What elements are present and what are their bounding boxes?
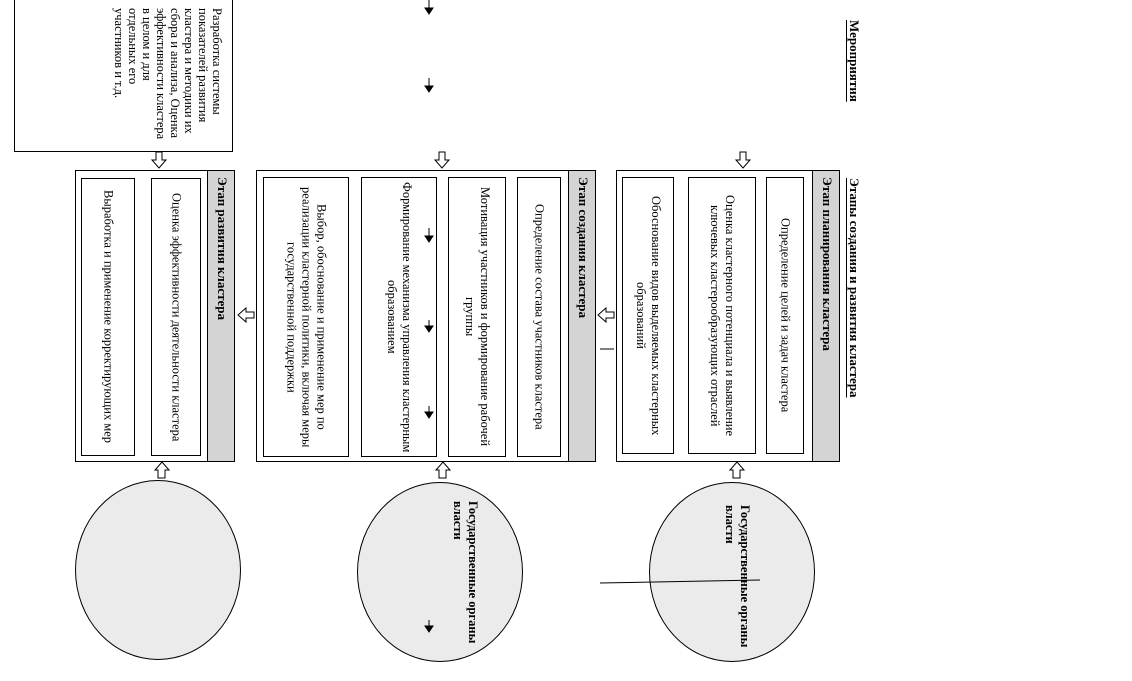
creation-item-4: Выбор, обоснование и применение мер по р… (263, 177, 349, 457)
hollow-arrow-down-icon (150, 151, 168, 169)
creation-item-2-text: Мотивация участников и формирование рабо… (463, 187, 492, 447)
stage-creation: Этап создания кластера Определение соста… (256, 170, 596, 462)
stage-development-header: Этап развития кластера (207, 171, 234, 461)
heading-measures: Мероприятия (847, 20, 862, 102)
circle-authorities-right-text: Государственные органы власти (723, 505, 752, 648)
planning-item-3-text: Обоснование видов выделяемых кластерных … (634, 195, 663, 436)
circle-left (75, 480, 241, 660)
hollow-arrow-left-icon (597, 306, 615, 324)
stage-planning: Этап планирования кластера Определение ц… (616, 170, 840, 462)
creation-item-3-text: Формирование механизма управления класте… (385, 181, 414, 453)
stage-planning-header: Этап планирования кластера (812, 171, 839, 461)
stage-development-title: Этап развития кластера (215, 177, 230, 320)
circle-authorities-middle: Государственные органы власти (357, 482, 523, 662)
arrow-down-icon (424, 85, 434, 93)
stage-development: Этап развития кластера Оценка эффективно… (75, 170, 235, 462)
development-item-1-text: Оценка эффективности деятельности класте… (169, 192, 184, 442)
heading-stages: Этапы создания и развития кластера (847, 178, 862, 398)
development-item-2-text: Выработка и применение корректирующих ме… (101, 190, 116, 444)
hollow-arrow-down-icon (433, 151, 451, 169)
hollow-arrow-up-icon (728, 461, 746, 479)
planning-item-2-text: Оценка кластерного потенциала и выявлени… (708, 194, 737, 437)
arrow-down-icon (424, 235, 434, 243)
stage-planning-title: Этап планирования кластера (820, 177, 835, 351)
measures-box-text: Разработка системы показателей развития … (112, 8, 224, 140)
arrow-down-icon (424, 325, 434, 333)
hollow-arrow-left-icon (237, 306, 255, 324)
arrow-down-icon (424, 7, 434, 15)
arrow-down-icon (424, 411, 434, 419)
hollow-arrow-down-icon (734, 151, 752, 169)
hollow-arrow-up-icon (153, 461, 171, 479)
measures-box: Разработка системы показателей развития … (14, 0, 233, 152)
creation-item-3: Формирование механизма управления класте… (361, 177, 437, 457)
planning-item-3: Обоснование видов выделяемых кластерных … (622, 177, 674, 454)
creation-item-1-text: Определение состава участников кластера (532, 204, 547, 430)
creation-item-2: Мотивация участников и формирование рабо… (448, 177, 506, 457)
planning-item-1: Определение целей и задач кластера (766, 177, 804, 454)
stage-creation-title: Этап создания кластера (576, 177, 591, 318)
development-item-1: Оценка эффективности деятельности класте… (151, 178, 201, 456)
planning-item-2: Оценка кластерного потенциала и выявлени… (688, 177, 756, 454)
creation-item-4-text: Выбор, обоснование и применение мер по р… (284, 186, 329, 448)
hollow-arrow-up-icon (434, 461, 452, 479)
circle-authorities-right: Государственные органы власти (649, 482, 815, 662)
planning-item-1-text: Определение целей и задач кластера (778, 218, 793, 413)
creation-item-1: Определение состава участников кластера (517, 177, 561, 457)
circle-authorities-middle-text: Государственные органы власти (451, 501, 480, 644)
arrow-down-icon (424, 625, 434, 633)
development-item-2: Выработка и применение корректирующих ме… (81, 178, 135, 456)
stage-creation-header: Этап создания кластера (568, 171, 595, 461)
